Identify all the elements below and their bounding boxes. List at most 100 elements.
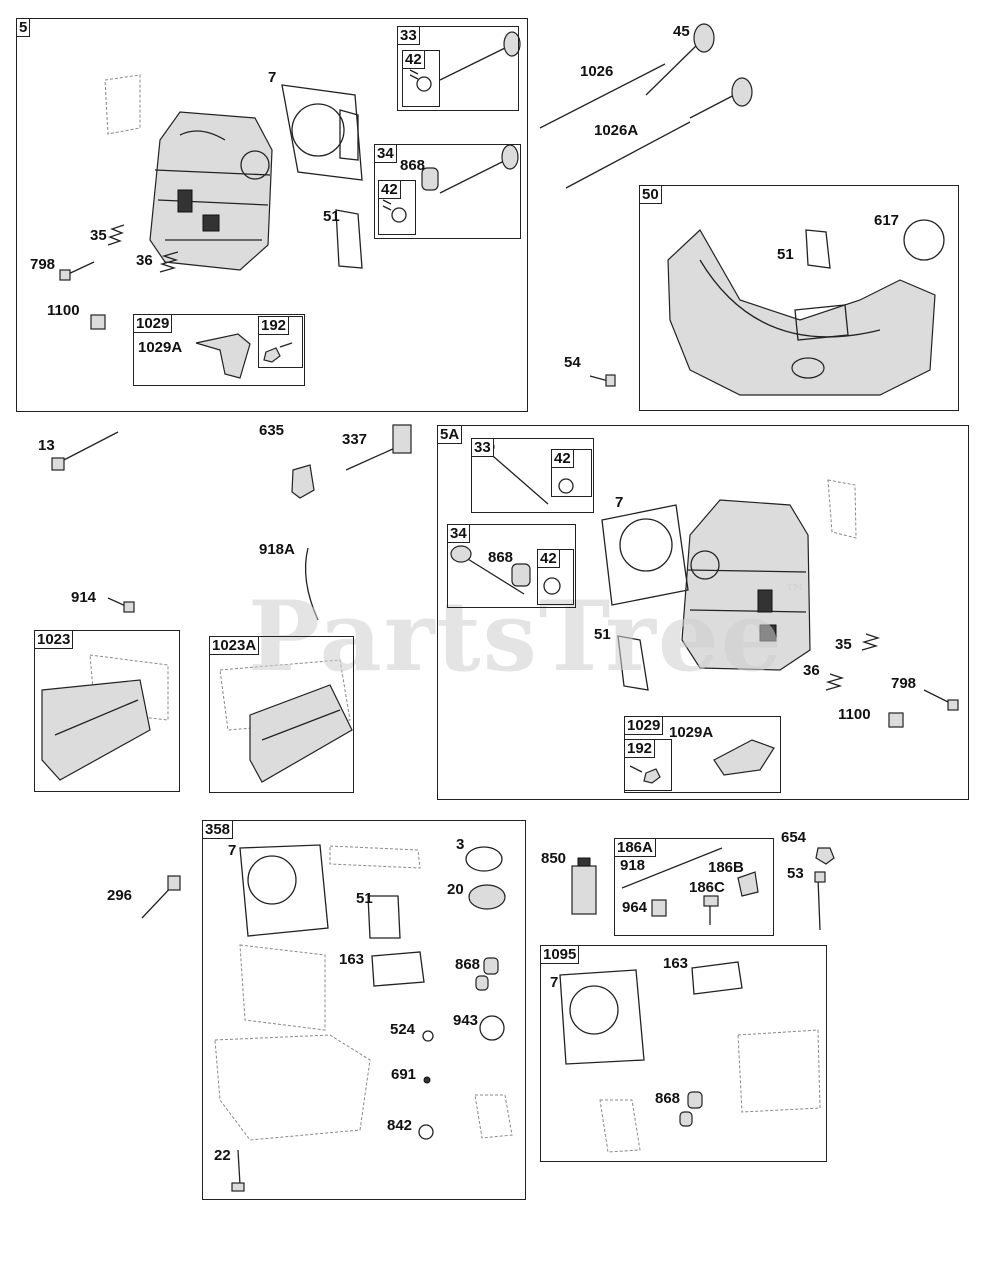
part-number-label: 7 xyxy=(615,494,624,511)
part-number-label: 654 xyxy=(781,829,807,846)
part-number-label: 524 xyxy=(390,1021,416,1038)
nut-192-5A xyxy=(629,765,661,784)
part-number-label: 54 xyxy=(564,354,581,371)
bolt-798-5A xyxy=(923,689,959,711)
group-box-id: 42 xyxy=(551,449,574,468)
valve-cover-1023A xyxy=(219,659,353,783)
part-number-label: 868 xyxy=(655,1090,681,1107)
group-box: 34 xyxy=(374,144,521,239)
part-number-label: 51 xyxy=(594,626,611,643)
boot-635 xyxy=(291,464,315,499)
group-box-id: 1029 xyxy=(624,716,664,735)
part-number-label: 798 xyxy=(30,256,56,273)
group-box: 1023A xyxy=(209,636,354,793)
part-number-label: 186B xyxy=(708,859,744,876)
gasket-head xyxy=(281,84,363,181)
group-box: 192 xyxy=(258,316,303,368)
group-box-id: 1023 xyxy=(34,630,74,649)
part-number-label: 7 xyxy=(268,69,277,86)
group-box: 192 xyxy=(624,739,672,791)
group-box: 186A xyxy=(614,838,774,936)
gasket-51-manifold xyxy=(805,229,831,269)
group-box: 34 xyxy=(447,524,576,608)
valve-34-5A xyxy=(450,545,561,595)
group-box-id: 192 xyxy=(258,316,290,335)
spring-35-5A xyxy=(861,633,881,651)
part-number-label: 798 xyxy=(891,675,917,692)
group-box-id: 5A xyxy=(437,425,463,444)
group-box: 1029 xyxy=(133,314,305,386)
part-number-label: 20 xyxy=(447,881,464,898)
group-box-id: 1095 xyxy=(540,945,580,964)
part-number-label: 296 xyxy=(107,887,133,904)
part-number-label: 1026 xyxy=(580,63,614,80)
sealant-850 xyxy=(571,857,597,915)
part-number-label: 36 xyxy=(136,252,153,269)
group-box: 42 xyxy=(378,180,416,235)
valve-cover-1023 xyxy=(41,654,169,781)
part-number-label: 51 xyxy=(356,890,373,907)
part-number-label: 964 xyxy=(622,899,648,916)
gasket-51 xyxy=(335,209,363,269)
part-number-label: 45 xyxy=(673,23,690,40)
breather-kit-186A xyxy=(621,847,759,925)
group-box-id: 33 xyxy=(471,438,494,457)
part-number-label: 35 xyxy=(90,227,107,244)
part-number-label: 7 xyxy=(550,974,559,991)
group-box: 33 xyxy=(471,438,594,513)
group-box-id: 358 xyxy=(202,820,234,839)
group-box-id: 33 xyxy=(397,26,420,45)
group-box: 42 xyxy=(402,50,440,107)
gasket-set-1095 xyxy=(559,961,821,1153)
pushrod-1026 xyxy=(539,63,666,129)
part-number-label: 163 xyxy=(663,955,689,972)
valve-33 xyxy=(409,31,521,92)
group-box: 1095 xyxy=(540,945,827,1162)
ring-617 xyxy=(903,219,945,261)
pushrod-1026A xyxy=(565,121,691,189)
group-box: 5A xyxy=(437,425,969,800)
group-box: 50 xyxy=(639,185,959,411)
valve-34 xyxy=(382,144,519,223)
part-number-label: 691 xyxy=(391,1066,417,1083)
part-number-label: 1029A xyxy=(669,724,714,741)
part-number-label: 163 xyxy=(339,951,365,968)
intake-manifold xyxy=(667,229,936,396)
gasket-set-358 xyxy=(214,844,513,1192)
stud-53 xyxy=(814,871,826,931)
gasket-51-5A xyxy=(617,635,649,691)
nut-1100-5A xyxy=(888,712,904,728)
group-box-id: 186A xyxy=(614,838,656,857)
gasket-ghost-5A xyxy=(827,479,857,539)
bolt-54 xyxy=(589,374,616,387)
nut-654 xyxy=(815,847,835,865)
group-box-id: 50 xyxy=(639,185,662,204)
part-number-label: 1026A xyxy=(594,122,639,139)
part-number-label: 1100 xyxy=(47,302,80,319)
nut-1100 xyxy=(90,314,106,330)
part-number-label: 850 xyxy=(541,850,567,867)
part-number-label: 36 xyxy=(803,662,820,679)
group-box-id: 5 xyxy=(16,18,31,37)
part-number-label: 1100 xyxy=(838,706,871,723)
group-box-id: 34 xyxy=(374,144,397,163)
part-number-label: 617 xyxy=(874,212,900,229)
part-number-label: 868 xyxy=(455,956,481,973)
part-number-label: 337 xyxy=(342,431,368,448)
group-box: 358 xyxy=(202,820,526,1200)
part-number-label: 13 xyxy=(38,437,55,454)
part-number-label: 51 xyxy=(777,246,794,263)
group-box-id: 1023A xyxy=(209,636,260,655)
part-number-label: 53 xyxy=(787,865,804,882)
spark-plug-337 xyxy=(345,424,412,471)
part-number-label: 186C xyxy=(689,879,725,896)
valve-45 xyxy=(645,23,715,96)
group-box: 42 xyxy=(537,549,574,605)
group-box-id: 42 xyxy=(402,50,425,69)
part-number-label: 868 xyxy=(400,157,426,174)
part-number-label: 635 xyxy=(259,422,285,439)
part-number-label: 1029A xyxy=(138,339,183,356)
spring-35 xyxy=(107,224,125,246)
rocker-arm-5A xyxy=(713,739,775,776)
